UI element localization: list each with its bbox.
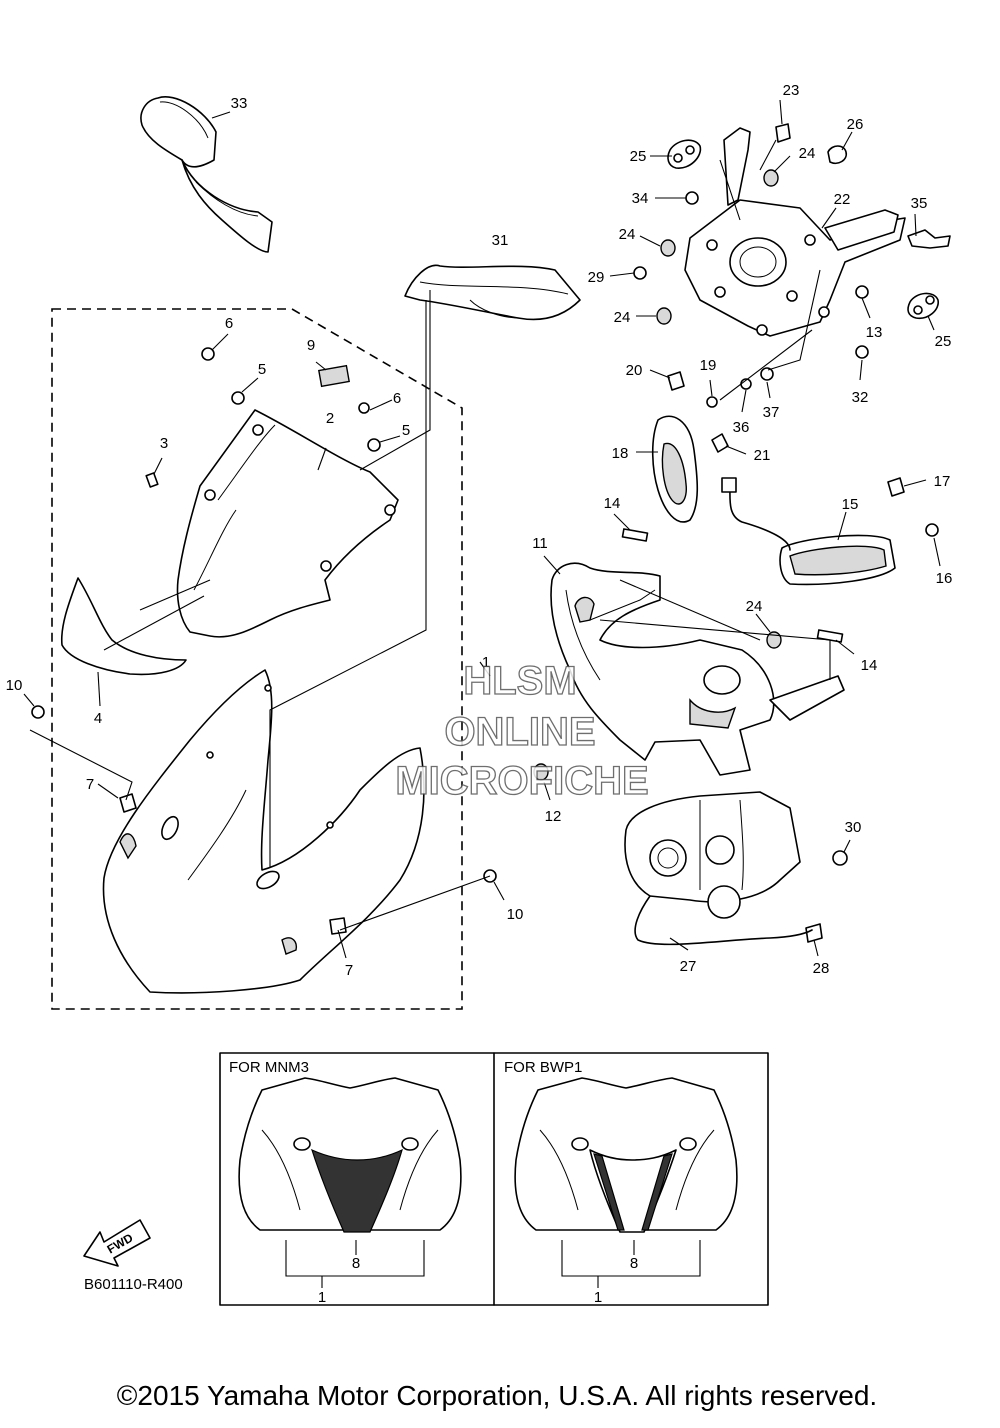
callout-22: 22: [834, 191, 851, 208]
callout-21: 21: [754, 447, 771, 464]
callout-18: 18: [612, 445, 629, 462]
callout-15: 15: [842, 496, 859, 513]
watermark-line-3: MICROFICHE: [395, 759, 648, 803]
part-18-turn-light: [651, 415, 699, 523]
part-31-side-cover: [404, 264, 581, 321]
callout-7: 7: [345, 962, 353, 979]
callout-25: 25: [935, 333, 952, 350]
callout-16: 16: [936, 570, 953, 587]
part-4-decal: [60, 577, 187, 676]
callout-24: 24: [746, 598, 763, 615]
callout-23: 23: [783, 82, 800, 99]
pins-14: [621, 528, 844, 643]
callout-35: 35: [911, 195, 928, 212]
part-1-front-cowling: [102, 669, 425, 994]
callout-5: 5: [402, 422, 410, 439]
callout-11: 11: [532, 535, 548, 552]
callout-24: 24: [799, 145, 816, 162]
fasteners-top-right: [533, 123, 951, 943]
part-33-mirror: [140, 96, 273, 253]
callout-36: 36: [733, 419, 750, 436]
callout-27: 27: [680, 958, 697, 975]
callout-29: 29: [588, 269, 605, 286]
variant-bwp1-callout-1: 1: [594, 1289, 602, 1306]
callout-14: 14: [861, 657, 878, 674]
part-2-windshield: [176, 409, 399, 638]
callout-28: 28: [813, 960, 830, 977]
callout-24: 24: [614, 309, 631, 326]
variant-bwp1-callout-8: 8: [630, 1255, 638, 1272]
callout-33: 33: [231, 95, 248, 112]
part-headlight-assembly: [624, 791, 813, 946]
fwd-arrow-icon: FWD: [83, 1219, 151, 1267]
callout-12: 12: [545, 808, 562, 825]
callout-10: 10: [507, 906, 524, 923]
callout-20: 20: [626, 362, 643, 379]
callout-14: 14: [604, 495, 621, 512]
callout-6: 6: [393, 390, 401, 407]
variant-label-bwp1: FOR BWP1: [504, 1059, 582, 1076]
callout-34: 34: [632, 190, 649, 207]
callout-32: 32: [852, 389, 869, 406]
part-15-light: [721, 477, 896, 586]
diagram-code: B601110-R400: [84, 1276, 183, 1293]
part-22-stay: [684, 127, 906, 337]
watermark: HLSM ONLINE MICROFICHE: [395, 658, 650, 803]
part-11-inner-panel: [550, 562, 845, 776]
variant-bwp1-cowling: 8 1: [514, 1077, 738, 1306]
variants-panel: FOR MNM3 FOR BWP1 8 1: [219, 1052, 769, 1306]
variant-mnm3-callout-8: 8: [352, 1255, 360, 1272]
watermark-line-1: HLSM: [463, 659, 576, 703]
leader-lines: [23, 99, 941, 959]
variant-label-mnm3: FOR MNM3: [229, 1059, 309, 1076]
callout-labels: 33 31 23 26 25 24 34 22 35 24 29 24 13 2…: [6, 82, 953, 979]
callout-13: 13: [866, 324, 883, 341]
callout-4: 4: [94, 710, 102, 727]
callout-17: 17: [934, 473, 951, 490]
group-boundary: [51, 308, 463, 1010]
callout-1: 1: [482, 654, 490, 671]
callout-5: 5: [258, 361, 266, 378]
callout-37: 37: [763, 404, 780, 421]
callout-24: 24: [619, 226, 636, 243]
callout-3: 3: [160, 435, 168, 452]
callout-26: 26: [847, 116, 864, 133]
copyright-notice: ©2015 Yamaha Motor Corporation, U.S.A. A…: [117, 1380, 877, 1411]
callout-9: 9: [307, 337, 315, 354]
callout-31: 31: [492, 232, 509, 249]
variant-mnm3-cowling: 8 1: [238, 1077, 462, 1306]
callout-2: 2: [326, 410, 334, 427]
watermark-line-2: ONLINE: [444, 710, 595, 754]
callout-19: 19: [700, 357, 717, 374]
callout-25: 25: [630, 148, 647, 165]
callout-10: 10: [6, 677, 23, 694]
callout-7: 7: [86, 776, 94, 793]
fasteners-left: [31, 347, 497, 935]
variant-mnm3-callout-1: 1: [318, 1289, 326, 1306]
callout-6: 6: [225, 315, 233, 332]
callout-30: 30: [845, 819, 862, 836]
